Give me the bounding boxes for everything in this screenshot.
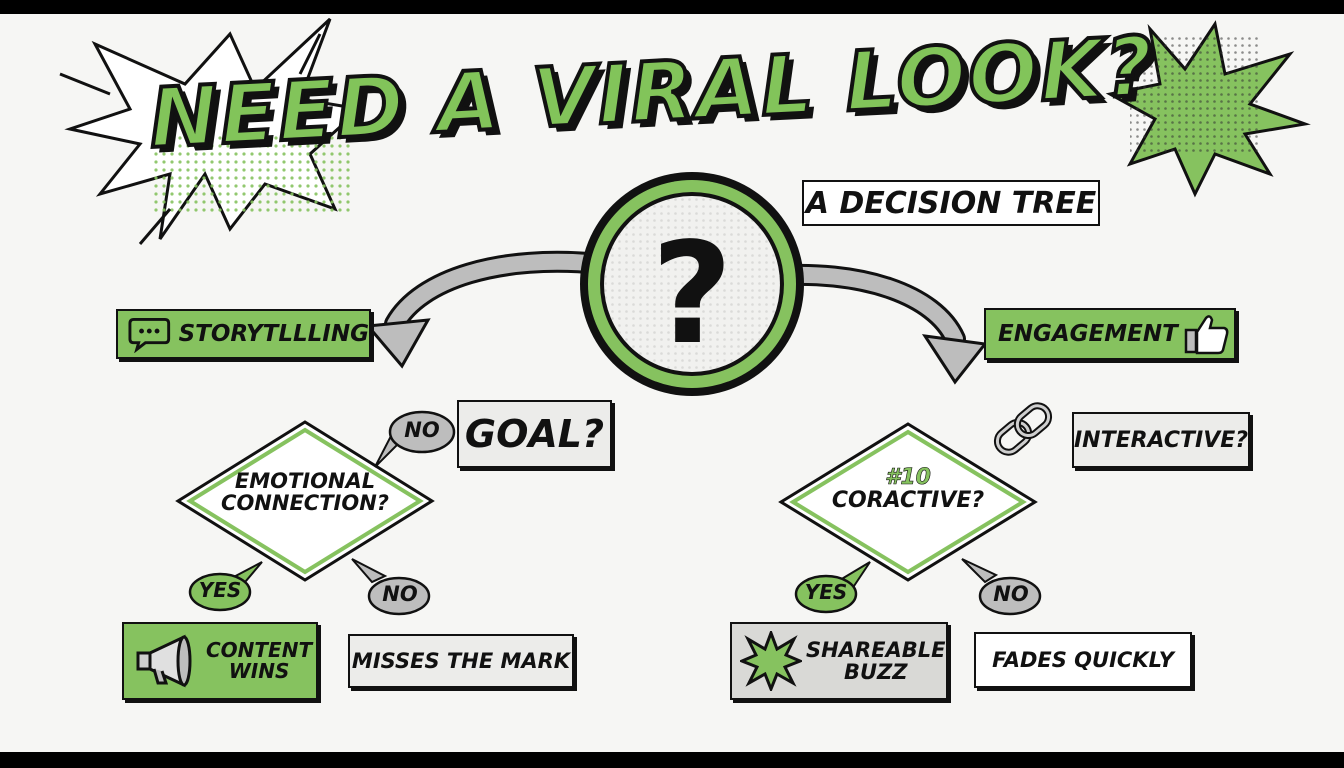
megaphone-icon: [136, 634, 192, 688]
right-decision-line1: #10: [885, 465, 932, 490]
left-decision-line1: EMOTIONAL: [234, 469, 376, 493]
right-decision-text: #10 CORACTIVE?: [808, 465, 1008, 514]
goal-text: GOAL?: [464, 412, 605, 456]
shareable-buzz-line1: SHAREABLE: [806, 637, 946, 662]
interactive-text: INTERACTIVE?: [1073, 427, 1249, 453]
left-decision-diamond: [175, 420, 435, 582]
storytelling-box: STORYTLLLING: [116, 309, 371, 359]
left-side-no-bubble: [388, 410, 456, 454]
fades-quickly-text: FADES QUICKLY: [992, 648, 1174, 672]
left-decision-text: EMOTIONAL CONNECTION?: [198, 470, 412, 514]
engagement-label: ENGAGEMENT: [998, 321, 1178, 347]
interactive-box: INTERACTIVE?: [1072, 412, 1250, 468]
content-wins-line1: CONTENT: [206, 638, 313, 662]
shareable-buzz-line2: BUZZ: [843, 660, 908, 684]
right-no-label: NO: [993, 582, 1029, 606]
misses-the-mark-box: MISSES THE MARK: [348, 634, 574, 688]
title-burst-left: [59, 17, 364, 245]
goal-box: GOAL?: [457, 400, 612, 468]
diagram-graphics: [59, 17, 1311, 616]
left-no-bubble: [367, 576, 431, 616]
thumbs-up-icon: [1184, 315, 1229, 355]
left-no-label: NO: [382, 582, 418, 606]
fades-quickly-box: FADES QUICKLY: [974, 632, 1192, 688]
arrow-left: [365, 250, 611, 369]
left-side-no-label: NO: [404, 418, 440, 442]
shareable-buzz-box: SHAREABLE BUZZ: [730, 622, 948, 700]
right-yes-label: YES: [804, 580, 848, 604]
left-yes-bubble: [188, 572, 252, 612]
left-decision-line2: CONNECTION?: [221, 491, 389, 516]
left-yes-label: YES: [198, 578, 242, 602]
speech-bubble-icon: [128, 318, 171, 353]
content-wins-line2: WINS: [228, 659, 290, 683]
right-decision-line2: CORACTIVE?: [831, 488, 985, 514]
title-burst-right: [1105, 20, 1311, 198]
right-yes-bubble: [794, 574, 858, 614]
subtitle-box: A DECISION TREE: [802, 180, 1100, 226]
storytelling-label: STORYTLLLING: [178, 321, 369, 347]
question-mark-icon: ?: [651, 212, 733, 376]
right-no-bubble: [978, 576, 1042, 616]
diagram-canvas: NEED A VIRAL LOOK? A DECISION TREE ? GOA…: [0, 14, 1344, 752]
right-decision-diamond: [778, 422, 1038, 582]
subtitle-text: A DECISION TREE: [805, 185, 1097, 221]
chain-link-icon: [993, 402, 1053, 456]
engagement-box: ENGAGEMENT: [984, 308, 1236, 360]
misses-the-mark-text: MISSES THE MARK: [351, 649, 571, 673]
starburst-icon: [740, 631, 802, 691]
center-circle: [580, 172, 804, 396]
content-wins-box: CONTENT WINS: [122, 622, 318, 700]
